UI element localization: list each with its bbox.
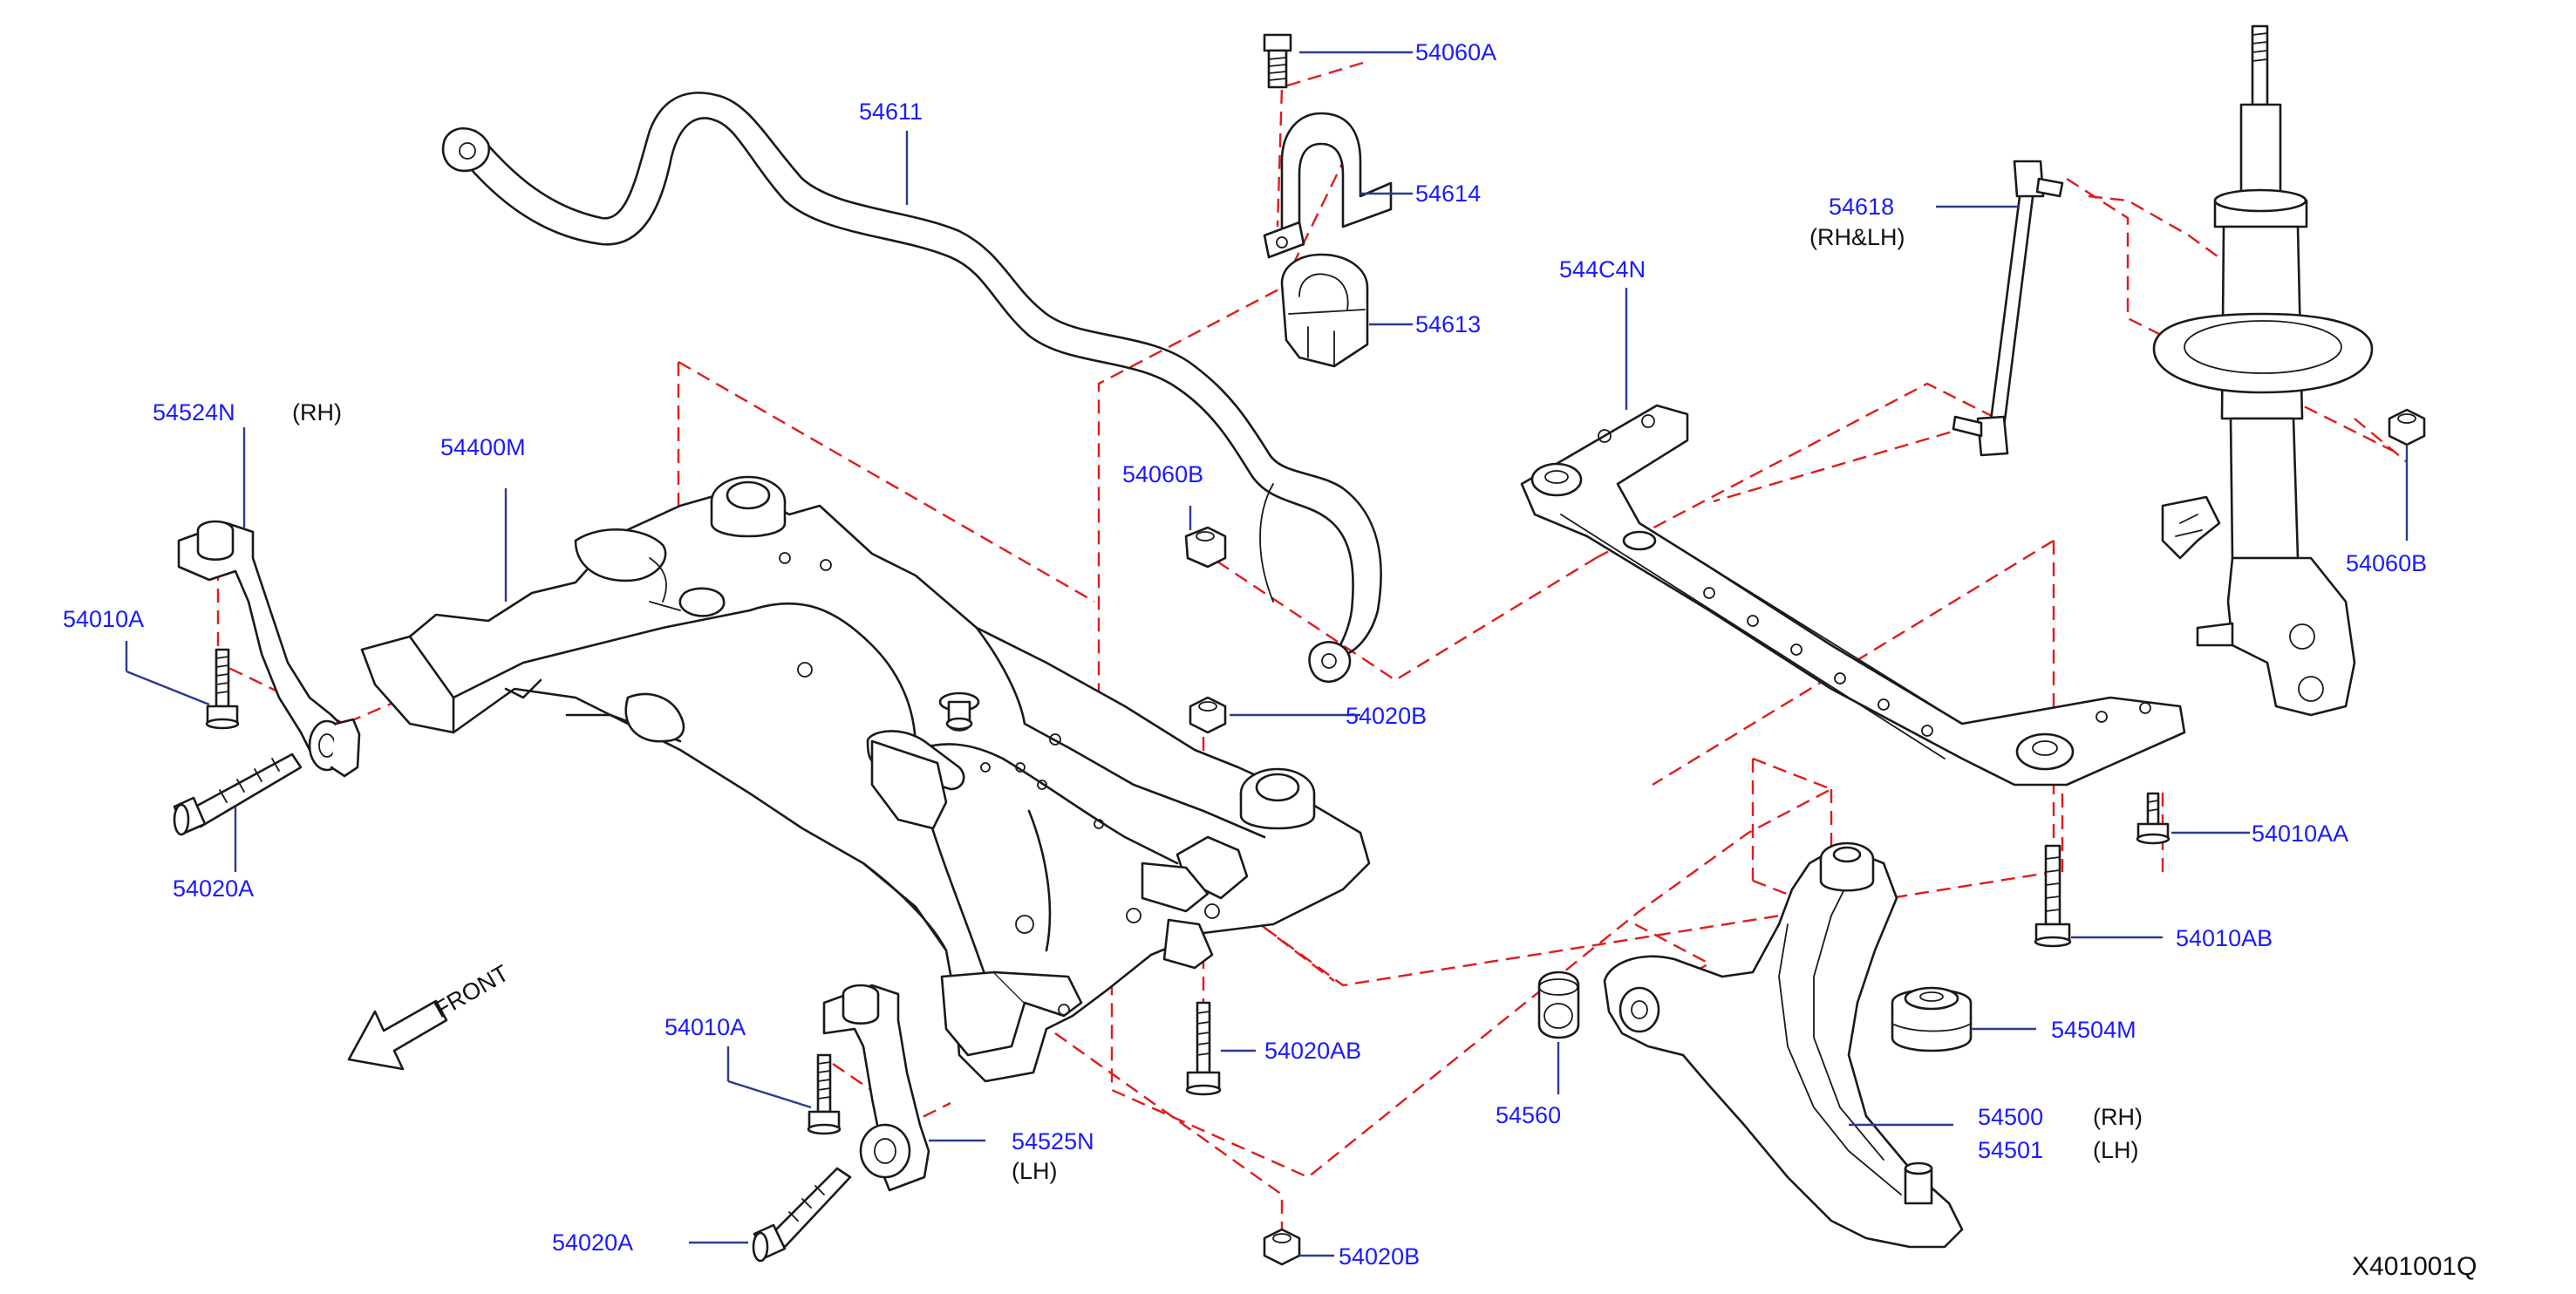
- stabilizer-clamp: [1263, 112, 1393, 259]
- label-54020ab: 54020AB: [1264, 1038, 1361, 1064]
- label-54524n-side: (RH): [292, 399, 342, 426]
- label-54060a: 54060A: [1415, 39, 1496, 65]
- bolt-54060a: [1263, 33, 1292, 89]
- label-544c4n: 544C4N: [1559, 256, 1646, 283]
- link-bracket-rh: [177, 520, 361, 778]
- lower-control-arm: [1603, 841, 1964, 1249]
- bolt-54010aa: [2136, 792, 2171, 845]
- bushing-54504m: [1891, 986, 1973, 1052]
- label-54020b-bottom: 54020B: [1339, 1243, 1420, 1270]
- label-54060b-center: 54060B: [1122, 461, 1203, 487]
- bolt-54020a-lower: [752, 1167, 852, 1263]
- label-54504m: 54504M: [2051, 1017, 2136, 1043]
- member-stiffener: [1520, 404, 2186, 787]
- label-54020a-left: 54020A: [173, 875, 254, 902]
- nut-54020b-mid: [1189, 696, 1227, 734]
- bolt-54020a-upper: [173, 753, 303, 836]
- label-54611: 54611: [859, 99, 923, 125]
- bolt-54010a-lower: [807, 1053, 842, 1135]
- stabilizer-bushing: [1280, 253, 1369, 368]
- part-labels: 54060A 54611 54614 54613 54618 (RH&LH) 5…: [63, 39, 2477, 1281]
- front-subframe: [360, 475, 1371, 1083]
- link-bracket-lh: [822, 984, 930, 1192]
- label-54010a-left: 54010A: [63, 606, 144, 632]
- label-54010ab: 54010AB: [2176, 925, 2273, 951]
- label-54613: 54613: [1415, 311, 1481, 337]
- label-54525n-side: (LH): [1012, 1158, 1058, 1184]
- bolt-54010ab: [2034, 844, 2072, 948]
- bushing-54560: [1537, 970, 1580, 1039]
- label-54400m: 54400M: [440, 434, 526, 460]
- front-arrow: [347, 999, 448, 1071]
- label-54500: 54500: [1978, 1104, 2043, 1130]
- label-54501-side: (LH): [2093, 1137, 2139, 1163]
- label-54618-side: (RH&LH): [1809, 224, 1905, 250]
- label-54020b-mid: 54020B: [1346, 703, 1427, 729]
- front-label: FRONT: [430, 960, 514, 1023]
- diagram-code: X401001Q: [2352, 1252, 2477, 1281]
- label-54618: 54618: [1829, 194, 1894, 220]
- label-54010aa: 54010AA: [2252, 821, 2348, 847]
- label-54500-side: (RH): [2093, 1104, 2143, 1130]
- label-54560: 54560: [1496, 1102, 1561, 1128]
- strut-assembly: [2152, 24, 2426, 717]
- label-54501: 54501: [1978, 1137, 2043, 1163]
- label-54020a-lower: 54020A: [552, 1229, 633, 1256]
- leader-lines: [125, 51, 2409, 1257]
- stabilizer-bar: [441, 92, 1382, 683]
- label-54060b-right: 54060B: [2346, 550, 2427, 576]
- label-54525n: 54525N: [1012, 1128, 1094, 1154]
- label-54524n: 54524N: [153, 399, 235, 426]
- label-54010a-lower: 54010A: [664, 1014, 746, 1040]
- nut-54020b-bottom: [1263, 1228, 1301, 1266]
- bolt-54020ab: [1185, 1001, 1222, 1096]
- label-54614: 54614: [1415, 180, 1481, 207]
- stabilizer-link: [1952, 160, 2064, 457]
- nut-54060b-center: [1184, 526, 1227, 569]
- bolt-54010a-upper: [205, 648, 240, 730]
